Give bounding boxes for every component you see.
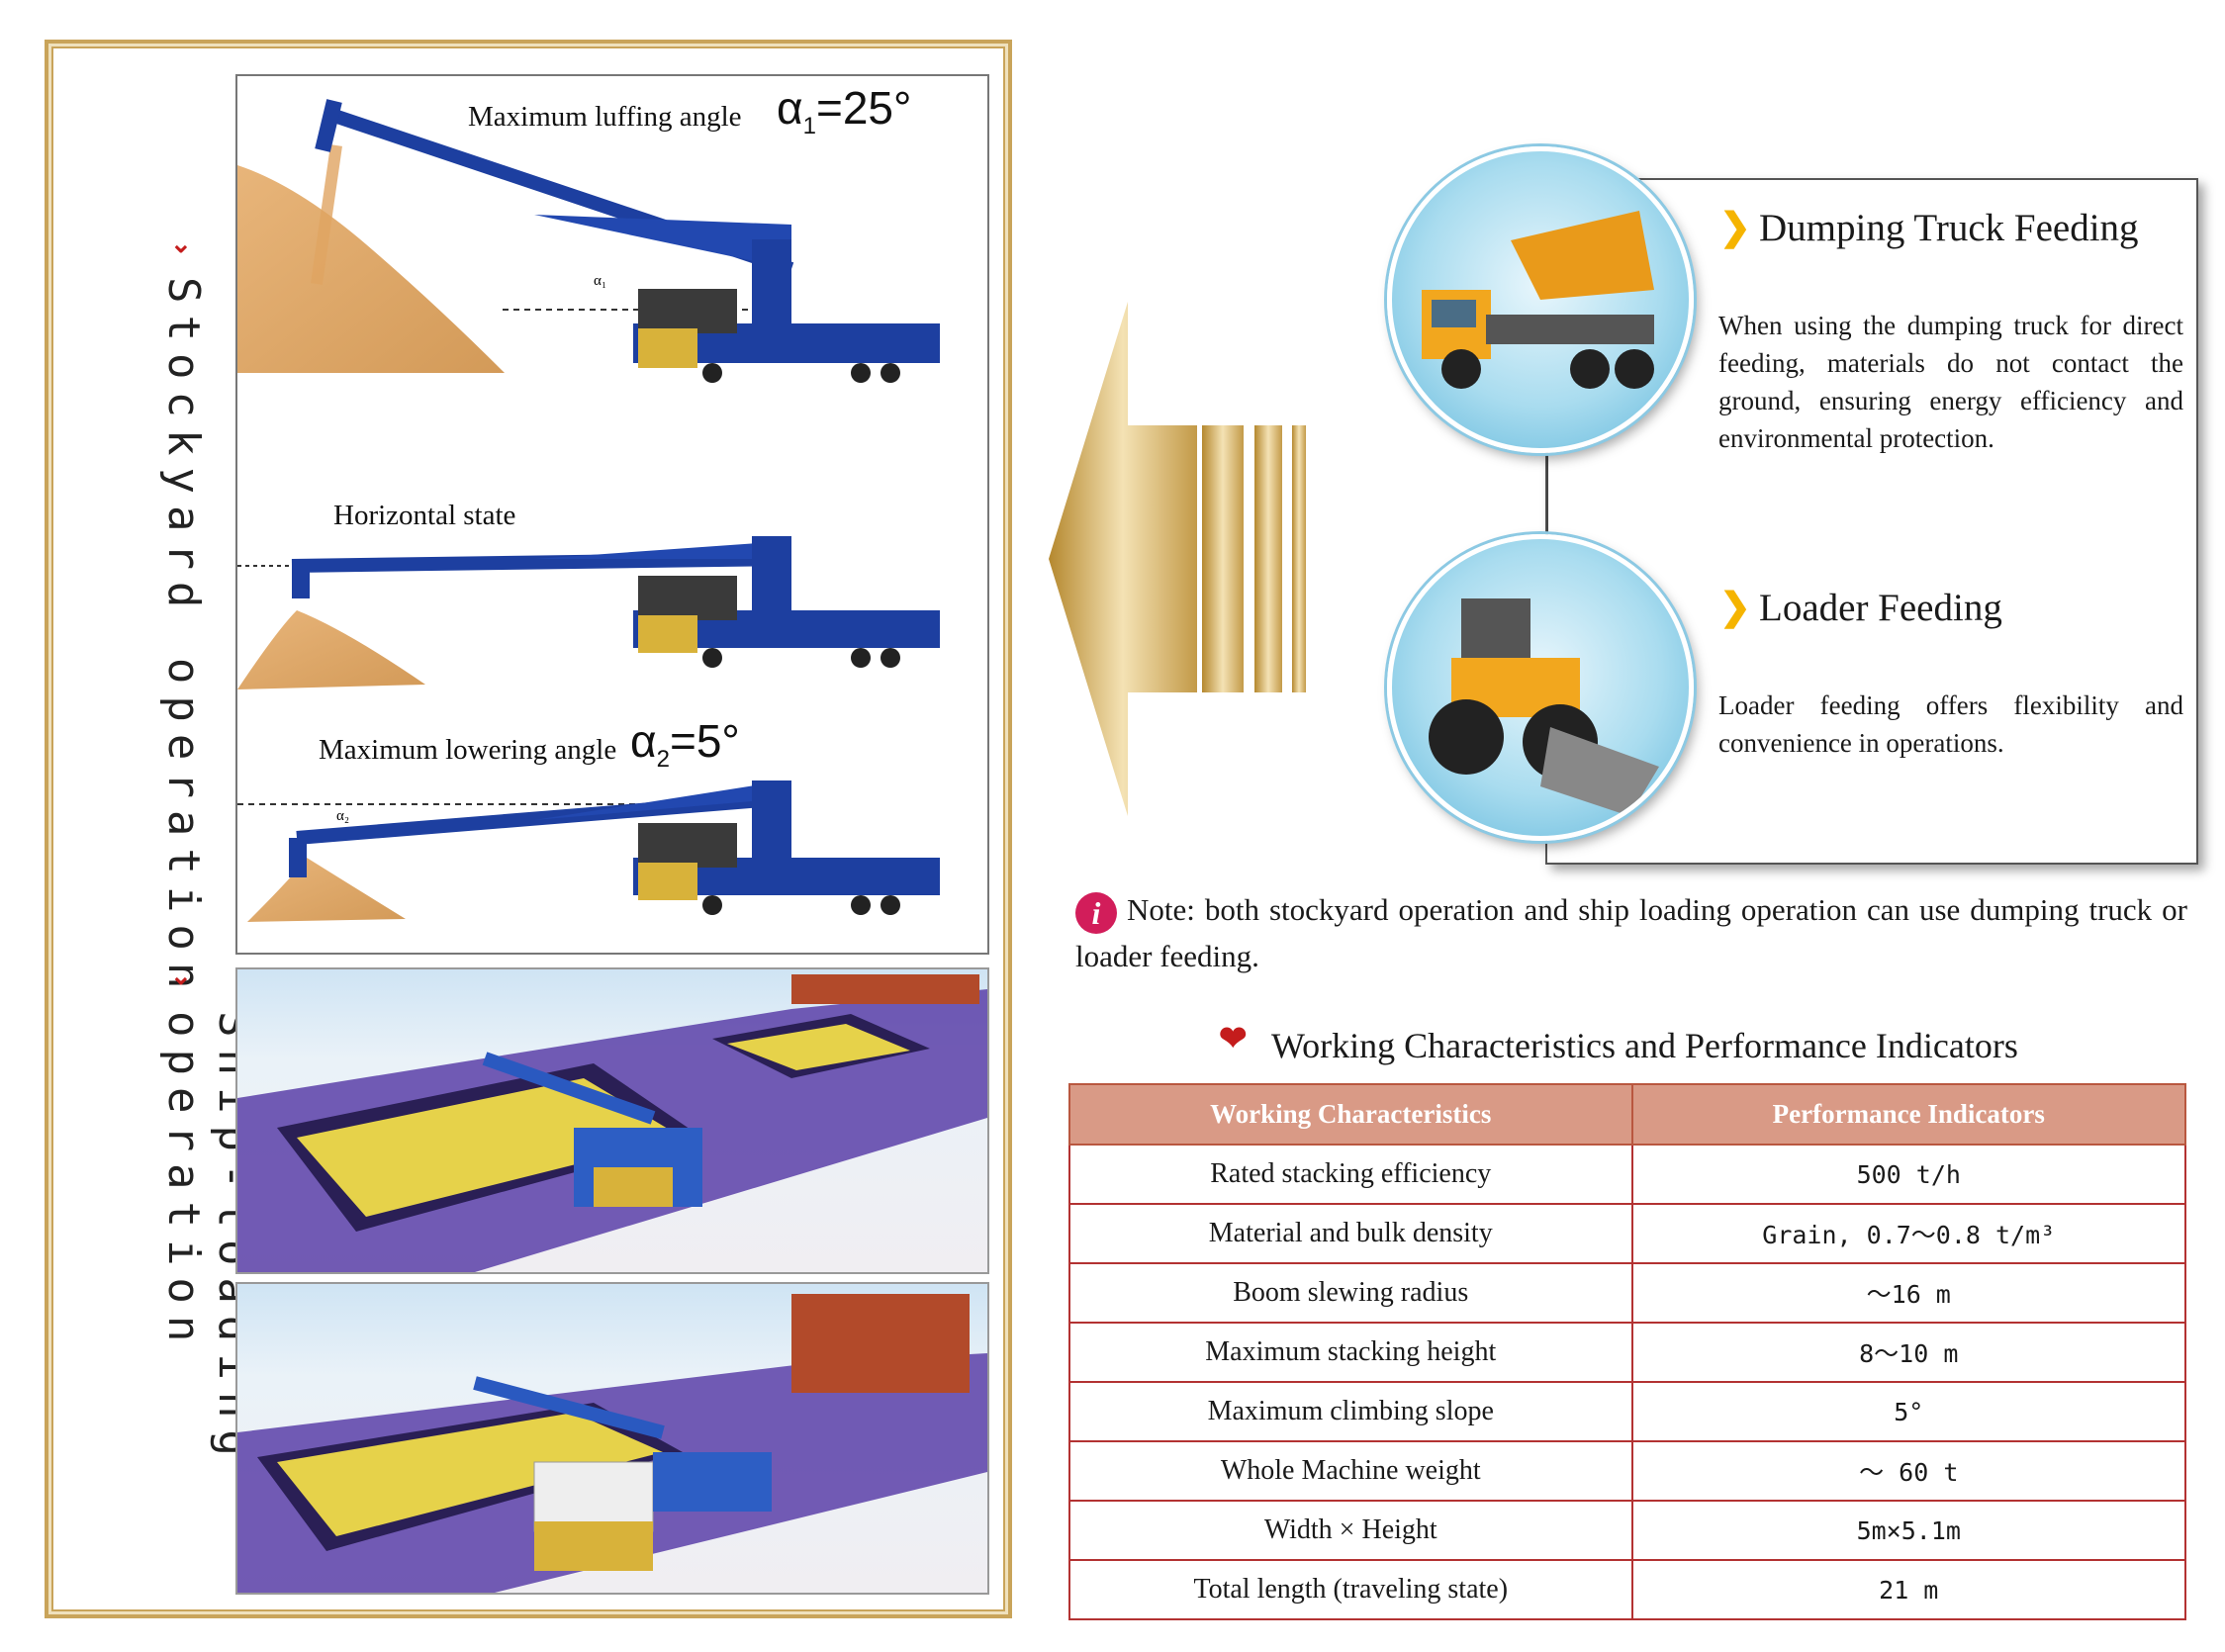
- stockyard-label: Stockyard operation: [158, 277, 209, 1001]
- ship-loading-image-2: [235, 1282, 989, 1595]
- lowering-angle-value: α2=5°: [630, 715, 740, 774]
- row-label: Maximum stacking height: [1068, 1322, 1633, 1383]
- table-row: Boom slewing radius～16 m: [1068, 1262, 2186, 1324]
- row-label: Boom slewing radius: [1068, 1262, 1633, 1324]
- row-value: Grain, 0.7～0.8 t/m³: [1630, 1203, 2186, 1264]
- connector-line: [1546, 450, 1548, 539]
- row-value: 500 t/h: [1630, 1144, 2186, 1205]
- arrow-right-icon: ❯: [1719, 587, 1751, 628]
- row-value: 21 m: [1630, 1559, 2186, 1620]
- alpha1-mark: α₁: [594, 273, 606, 289]
- truck-feeding-title: Dumping Truck Feeding: [1759, 207, 2139, 249]
- chevron-down-icon: ⌄: [170, 229, 192, 258]
- left-gold-frame: [45, 40, 1012, 1618]
- row-value: 8～10 m: [1630, 1322, 2186, 1383]
- ship-loading-image-1: [235, 967, 989, 1274]
- col-header-indicators: Performance Indicators: [1630, 1083, 2186, 1146]
- chevron-down-icon: ⌄: [170, 962, 192, 990]
- horizontal-caption: Horizontal state: [333, 500, 516, 531]
- row-value: 5m×5.1m: [1630, 1500, 2186, 1561]
- truck-feeding-text: When using the dumping truck for direct …: [1718, 311, 2183, 453]
- stockyard-illustration: α₁ α₂: [237, 99, 940, 922]
- arrow-right-icon: ❯: [1719, 207, 1751, 248]
- row-label: Material and bulk density: [1068, 1203, 1633, 1264]
- note-text: Note: both stockyard operation and ship …: [1075, 892, 2187, 973]
- table-header-row: Working Characteristics Performance Indi…: [1068, 1083, 2186, 1146]
- info-icon: i: [1075, 891, 1117, 934]
- table-row: Whole Machine weight～ 60 t: [1068, 1440, 2186, 1502]
- row-label: Total length (traveling state): [1068, 1559, 1633, 1620]
- row-label: Width × Height: [1068, 1500, 1633, 1561]
- dump-truck-image: [1387, 146, 1694, 453]
- row-value: ～ 60 t: [1630, 1440, 2186, 1502]
- row-value: ～16 m: [1630, 1262, 2186, 1324]
- luffing-angle-value: α1=25°: [777, 82, 912, 140]
- row-label: Maximum climbing slope: [1068, 1381, 1633, 1442]
- table-title: Working Characteristics and Performance …: [1271, 1026, 2018, 1065]
- gold-arrow-left: [1049, 302, 1306, 816]
- luffing-caption: Maximum luffing angle: [468, 101, 742, 133]
- loader-image: [1387, 534, 1694, 841]
- stockyard-diagram-panel: α₁ α₂: [235, 74, 989, 955]
- boom-horizontal: [291, 552, 788, 573]
- sand-pile: [237, 165, 505, 373]
- table-row: Total length (traveling state)21 m: [1068, 1559, 2186, 1620]
- row-label: Whole Machine weight: [1068, 1440, 1633, 1502]
- lowering-caption: Maximum lowering angle: [319, 734, 617, 766]
- loader-feeding-title: Loader Feeding: [1759, 587, 2002, 629]
- alpha2-mark: α₂: [336, 808, 349, 824]
- row-label: Rated stacking efficiency: [1068, 1144, 1633, 1205]
- performance-table: Working Characteristics Performance Indi…: [1068, 1083, 2186, 1620]
- row-value: 5°: [1630, 1381, 2186, 1442]
- chevron-down-icon: ❤: [1219, 1021, 1248, 1057]
- col-header-characteristics: Working Characteristics: [1068, 1083, 1633, 1146]
- loader-feeding-text: Loader feeding offers flexibility and co…: [1718, 690, 2183, 758]
